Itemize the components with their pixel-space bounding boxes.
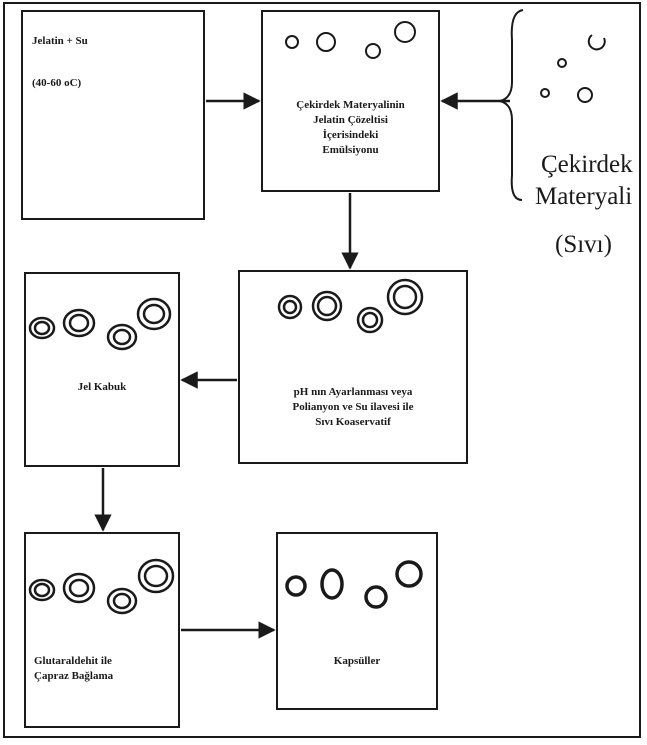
crosslinked-inner xyxy=(114,594,130,608)
core-droplet xyxy=(589,35,605,49)
gel-shell-droplets xyxy=(30,299,170,349)
gel-shell-inner xyxy=(70,315,88,331)
emulsion-droplet xyxy=(395,22,415,42)
core-droplet xyxy=(558,59,566,67)
gel-shell-inner xyxy=(35,322,49,334)
core-material-droplets xyxy=(541,35,605,102)
emulsion-droplet xyxy=(317,33,335,51)
crosslinked-outer xyxy=(108,589,136,613)
emulsion-droplet xyxy=(366,44,380,58)
coacervate-inner xyxy=(284,301,296,313)
gel-shell-inner xyxy=(144,305,164,323)
crosslinked-droplets xyxy=(30,560,173,613)
crosslinked-inner xyxy=(70,580,88,596)
gel-shell-inner xyxy=(114,330,130,344)
core-material-brace xyxy=(500,10,523,200)
crosslinked-outer xyxy=(64,574,94,602)
coacervate-inner xyxy=(318,297,336,315)
coacervate-inner xyxy=(363,313,377,327)
capsule xyxy=(366,587,386,607)
coacervate-inner xyxy=(394,286,416,308)
capsule xyxy=(322,570,342,598)
coacervation-droplets xyxy=(279,280,422,332)
gel-shell-outer xyxy=(108,325,136,349)
capsule xyxy=(397,562,421,586)
capsule-droplets xyxy=(287,562,421,607)
coacervate-outer xyxy=(358,308,382,332)
emulsion-droplets xyxy=(286,22,415,58)
crosslinked-inner xyxy=(35,584,49,596)
emulsion-droplet xyxy=(286,36,298,48)
capsule xyxy=(287,577,305,595)
crosslinked-inner xyxy=(145,566,167,586)
core-droplet xyxy=(578,88,592,102)
core-droplet xyxy=(541,89,549,97)
coacervate-outer xyxy=(279,296,301,318)
